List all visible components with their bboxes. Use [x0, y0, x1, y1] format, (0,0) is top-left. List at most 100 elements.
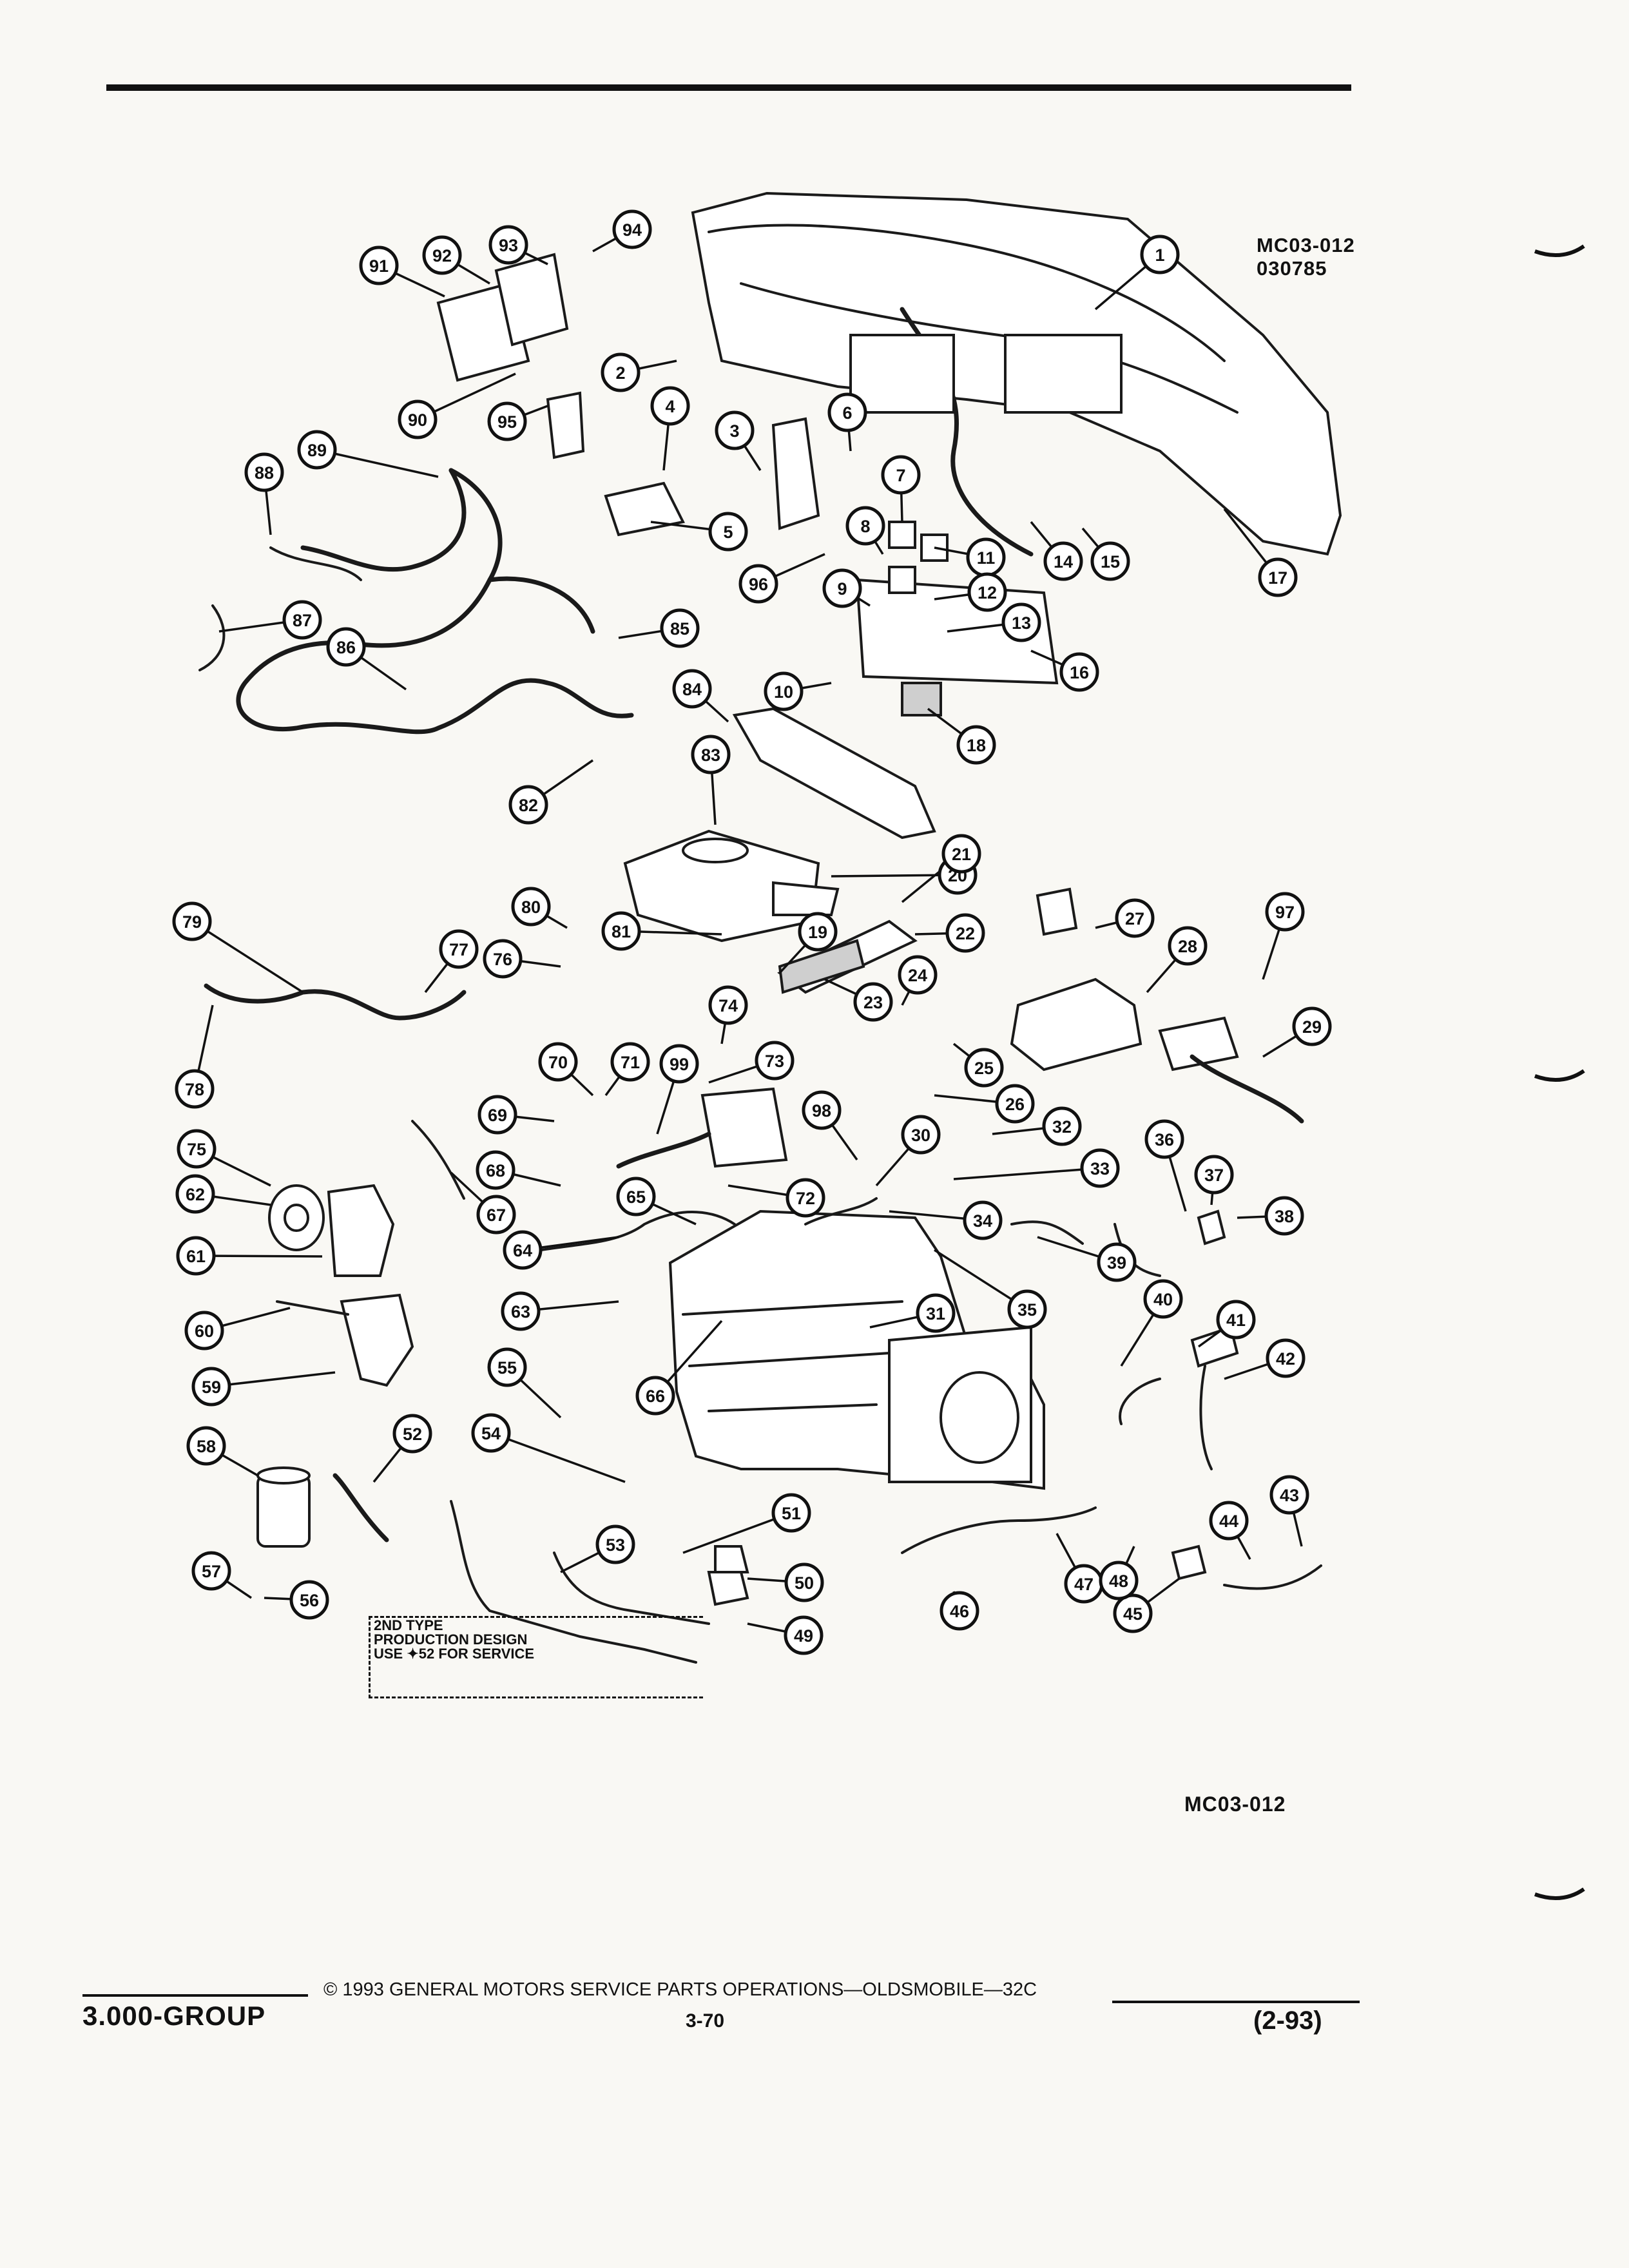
callout-circle — [708, 985, 748, 1025]
callout-65: 65 — [616, 1177, 656, 1216]
callout-number: 92 — [432, 246, 452, 265]
top-rule — [106, 84, 1351, 91]
callout-49: 49 — [784, 1615, 824, 1655]
callout-number: 58 — [197, 1437, 216, 1456]
footer-group: 3.000-GROUP — [82, 2001, 266, 2031]
callout-98: 98 — [802, 1090, 842, 1130]
callout-circle — [1143, 1279, 1183, 1319]
callout-circle — [487, 1347, 527, 1387]
callout-circle — [786, 1178, 825, 1218]
parts-artwork — [198, 191, 1342, 1664]
callout-14: 14 — [1043, 541, 1083, 581]
callout-27: 27 — [1115, 898, 1155, 938]
callout-circle — [488, 225, 528, 265]
callout-number: 97 — [1275, 903, 1295, 922]
callout-number: 30 — [911, 1126, 930, 1145]
callout-80: 80 — [511, 887, 551, 927]
callout-number: 19 — [808, 923, 827, 942]
callout-circle — [282, 600, 322, 640]
leader-line-33 — [953, 1167, 1101, 1180]
callout-3: 3 — [715, 410, 755, 450]
callout-circle — [601, 352, 641, 392]
callout-circle — [881, 455, 921, 495]
callout-circle — [595, 1524, 635, 1564]
callout-75: 75 — [177, 1129, 217, 1169]
callout-number: 35 — [1017, 1300, 1037, 1320]
callout-number: 80 — [521, 898, 541, 917]
callout-circle — [1265, 892, 1305, 932]
callout-88: 88 — [244, 452, 284, 492]
callout-2: 2 — [601, 352, 641, 392]
callout-number: 12 — [978, 583, 997, 602]
callout-circle — [738, 564, 778, 604]
callout-number: 82 — [519, 796, 538, 815]
callout-number: 3 — [729, 421, 739, 441]
callout-97: 97 — [1265, 892, 1305, 932]
callout-circle — [635, 1376, 675, 1416]
callout-circle — [175, 1174, 215, 1214]
footer-rule-right — [1112, 2001, 1360, 2003]
callout-67: 67 — [476, 1195, 516, 1235]
callout-55: 55 — [487, 1347, 527, 1387]
callout-number: 63 — [511, 1302, 530, 1321]
callout-number: 74 — [718, 996, 738, 1015]
callout-number: 44 — [1219, 1512, 1239, 1531]
callout-circle — [1042, 1106, 1082, 1146]
callout-number: 93 — [499, 236, 518, 255]
prom-carrier — [494, 253, 569, 347]
callout-circle — [827, 392, 867, 432]
callout-number: 55 — [497, 1358, 517, 1378]
callout-circle — [691, 735, 731, 774]
callout-circle — [191, 1551, 231, 1591]
callout-number: 49 — [794, 1626, 813, 1646]
callout-12: 12 — [967, 572, 1007, 612]
callout-30: 30 — [901, 1115, 941, 1155]
callout-number: 45 — [1123, 1604, 1142, 1624]
figure-serial: 030785 — [1257, 257, 1327, 280]
callout-number: 6 — [842, 403, 852, 423]
callout-number: 48 — [1109, 1571, 1128, 1591]
callout-9: 9 — [822, 568, 862, 608]
callout-number: 39 — [1107, 1253, 1126, 1273]
callout-circle — [508, 785, 548, 825]
callout-number: 4 — [665, 397, 675, 416]
callout-89: 89 — [297, 430, 337, 470]
callout-number: 71 — [621, 1053, 640, 1072]
callout-circle — [439, 929, 479, 969]
callout-53: 53 — [595, 1524, 635, 1564]
callout-circle — [1001, 602, 1041, 642]
callout-85: 85 — [660, 608, 700, 648]
callout-number: 43 — [1280, 1486, 1299, 1505]
callout-circle — [715, 410, 755, 450]
callout-61: 61 — [176, 1236, 216, 1276]
callout-64: 64 — [503, 1230, 543, 1270]
callout-number: 85 — [670, 619, 689, 639]
callout-99: 99 — [659, 1044, 699, 1084]
leader-line-89 — [316, 448, 439, 478]
callout-number: 56 — [300, 1591, 319, 1610]
callout-47: 47 — [1064, 1564, 1104, 1604]
callout-circle — [175, 1069, 215, 1109]
callout-4: 4 — [650, 386, 690, 426]
callout-number: 99 — [670, 1055, 689, 1074]
callout-circle — [1216, 1300, 1256, 1340]
callout-circle — [845, 506, 885, 546]
second-type-inset-box — [369, 1616, 703, 1698]
callout-24: 24 — [898, 955, 938, 995]
callout-number: 2 — [615, 363, 625, 383]
callout-number: 1 — [1155, 245, 1164, 265]
callout-circle — [802, 1090, 842, 1130]
callout-circle — [177, 1129, 217, 1169]
callout-circle — [1043, 541, 1083, 581]
callout-31: 31 — [916, 1293, 956, 1333]
callout-38: 38 — [1264, 1196, 1304, 1236]
callout-circle — [941, 834, 981, 874]
callout-circle — [967, 572, 1007, 612]
callout-18: 18 — [956, 725, 996, 765]
callout-circle — [1140, 235, 1180, 274]
callout-37: 37 — [1194, 1155, 1234, 1195]
callout-number: 84 — [682, 680, 702, 699]
callout-circle — [940, 1591, 979, 1631]
